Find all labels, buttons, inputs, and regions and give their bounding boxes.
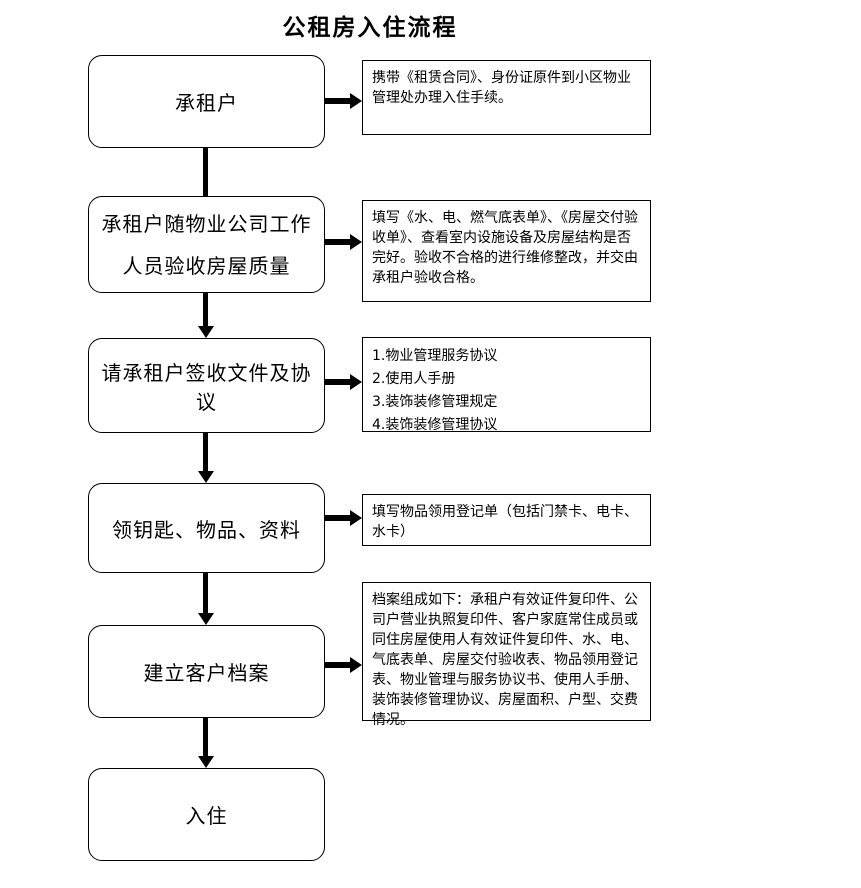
down-arrow-step3-step4 (203, 433, 208, 471)
right-arrow-step2-note2 (325, 239, 350, 245)
down-arrow-step5-step6 (203, 718, 208, 756)
note-items-registration-text: 填写物品领用登记单（包括门禁卡、电卡、水卡） (372, 504, 638, 540)
note-items-registration: 填写物品领用登记单（包括门禁卡、电卡、水卡） (362, 494, 651, 546)
step-move-in: 入住 (88, 768, 325, 861)
note-archive-contents: 档案组成如下：承租户有效证件复印件、公司户营业执照复印件、客户家庭常住成员或同住… (362, 582, 651, 728)
note-move-in-procedure: 携带《租赁合同》、身份证原件到小区物业管理处办理入住手续。 (362, 60, 651, 135)
connector-line-step1-step2 (203, 148, 208, 196)
step-tenant-label: 承租户 (175, 91, 238, 115)
right-arrow-step4-note4 (325, 515, 350, 521)
step-sign-documents-label: 请承租户签收文件及协议 (101, 360, 312, 414)
right-arrow-step5-note5 (325, 662, 350, 668)
step-housing-inspection-label: 承租户随物业公司工作人员验收房屋质量 (101, 211, 312, 278)
step-tenant: 承租户 (88, 55, 325, 148)
step-customer-file: 建立客户档案 (88, 625, 325, 718)
step-sign-documents: 请承租户签收文件及协议 (88, 338, 325, 433)
note-inspection-detail-text: 填写《水、电、燃气底表单》、《房屋交付验收单》、查看室内设施设备及房屋结构是否完… (372, 210, 638, 286)
note-documents-list: 1.物业管理服务协议 2.使用人手册 3.装饰装修管理规定 4.装饰装修管理协议 (362, 337, 651, 433)
down-arrow-step4-step5 (203, 573, 208, 613)
page-title: 公租房入住流程 (282, 15, 458, 41)
step-move-in-label: 入住 (185, 804, 228, 828)
note-move-in-procedure-text: 携带《租赁合同》、身份证原件到小区物业管理处办理入住手续。 (372, 70, 631, 106)
step-housing-inspection: 承租户随物业公司工作人员验收房屋质量 (88, 196, 325, 293)
step-receive-keys: 领钥匙、物品、资料 (88, 483, 325, 573)
note-inspection-detail: 填写《水、电、燃气底表单》、《房屋交付验收单》、查看室内设施设备及房屋结构是否完… (362, 200, 651, 302)
note-documents-list-text: 1.物业管理服务协议 2.使用人手册 3.装饰装修管理规定 4.装饰装修管理协议 (372, 348, 498, 433)
note-archive-contents-text: 档案组成如下：承租户有效证件复印件、公司户营业执照复印件、客户家庭常住成员或同住… (372, 592, 638, 728)
step-receive-keys-label: 领钥匙、物品、资料 (112, 517, 301, 542)
step-customer-file-label: 建立客户档案 (143, 661, 270, 685)
right-arrow-step1-note1 (325, 98, 350, 104)
right-arrow-step3-note3 (325, 379, 350, 385)
down-arrow-step2-step3 (203, 293, 208, 326)
